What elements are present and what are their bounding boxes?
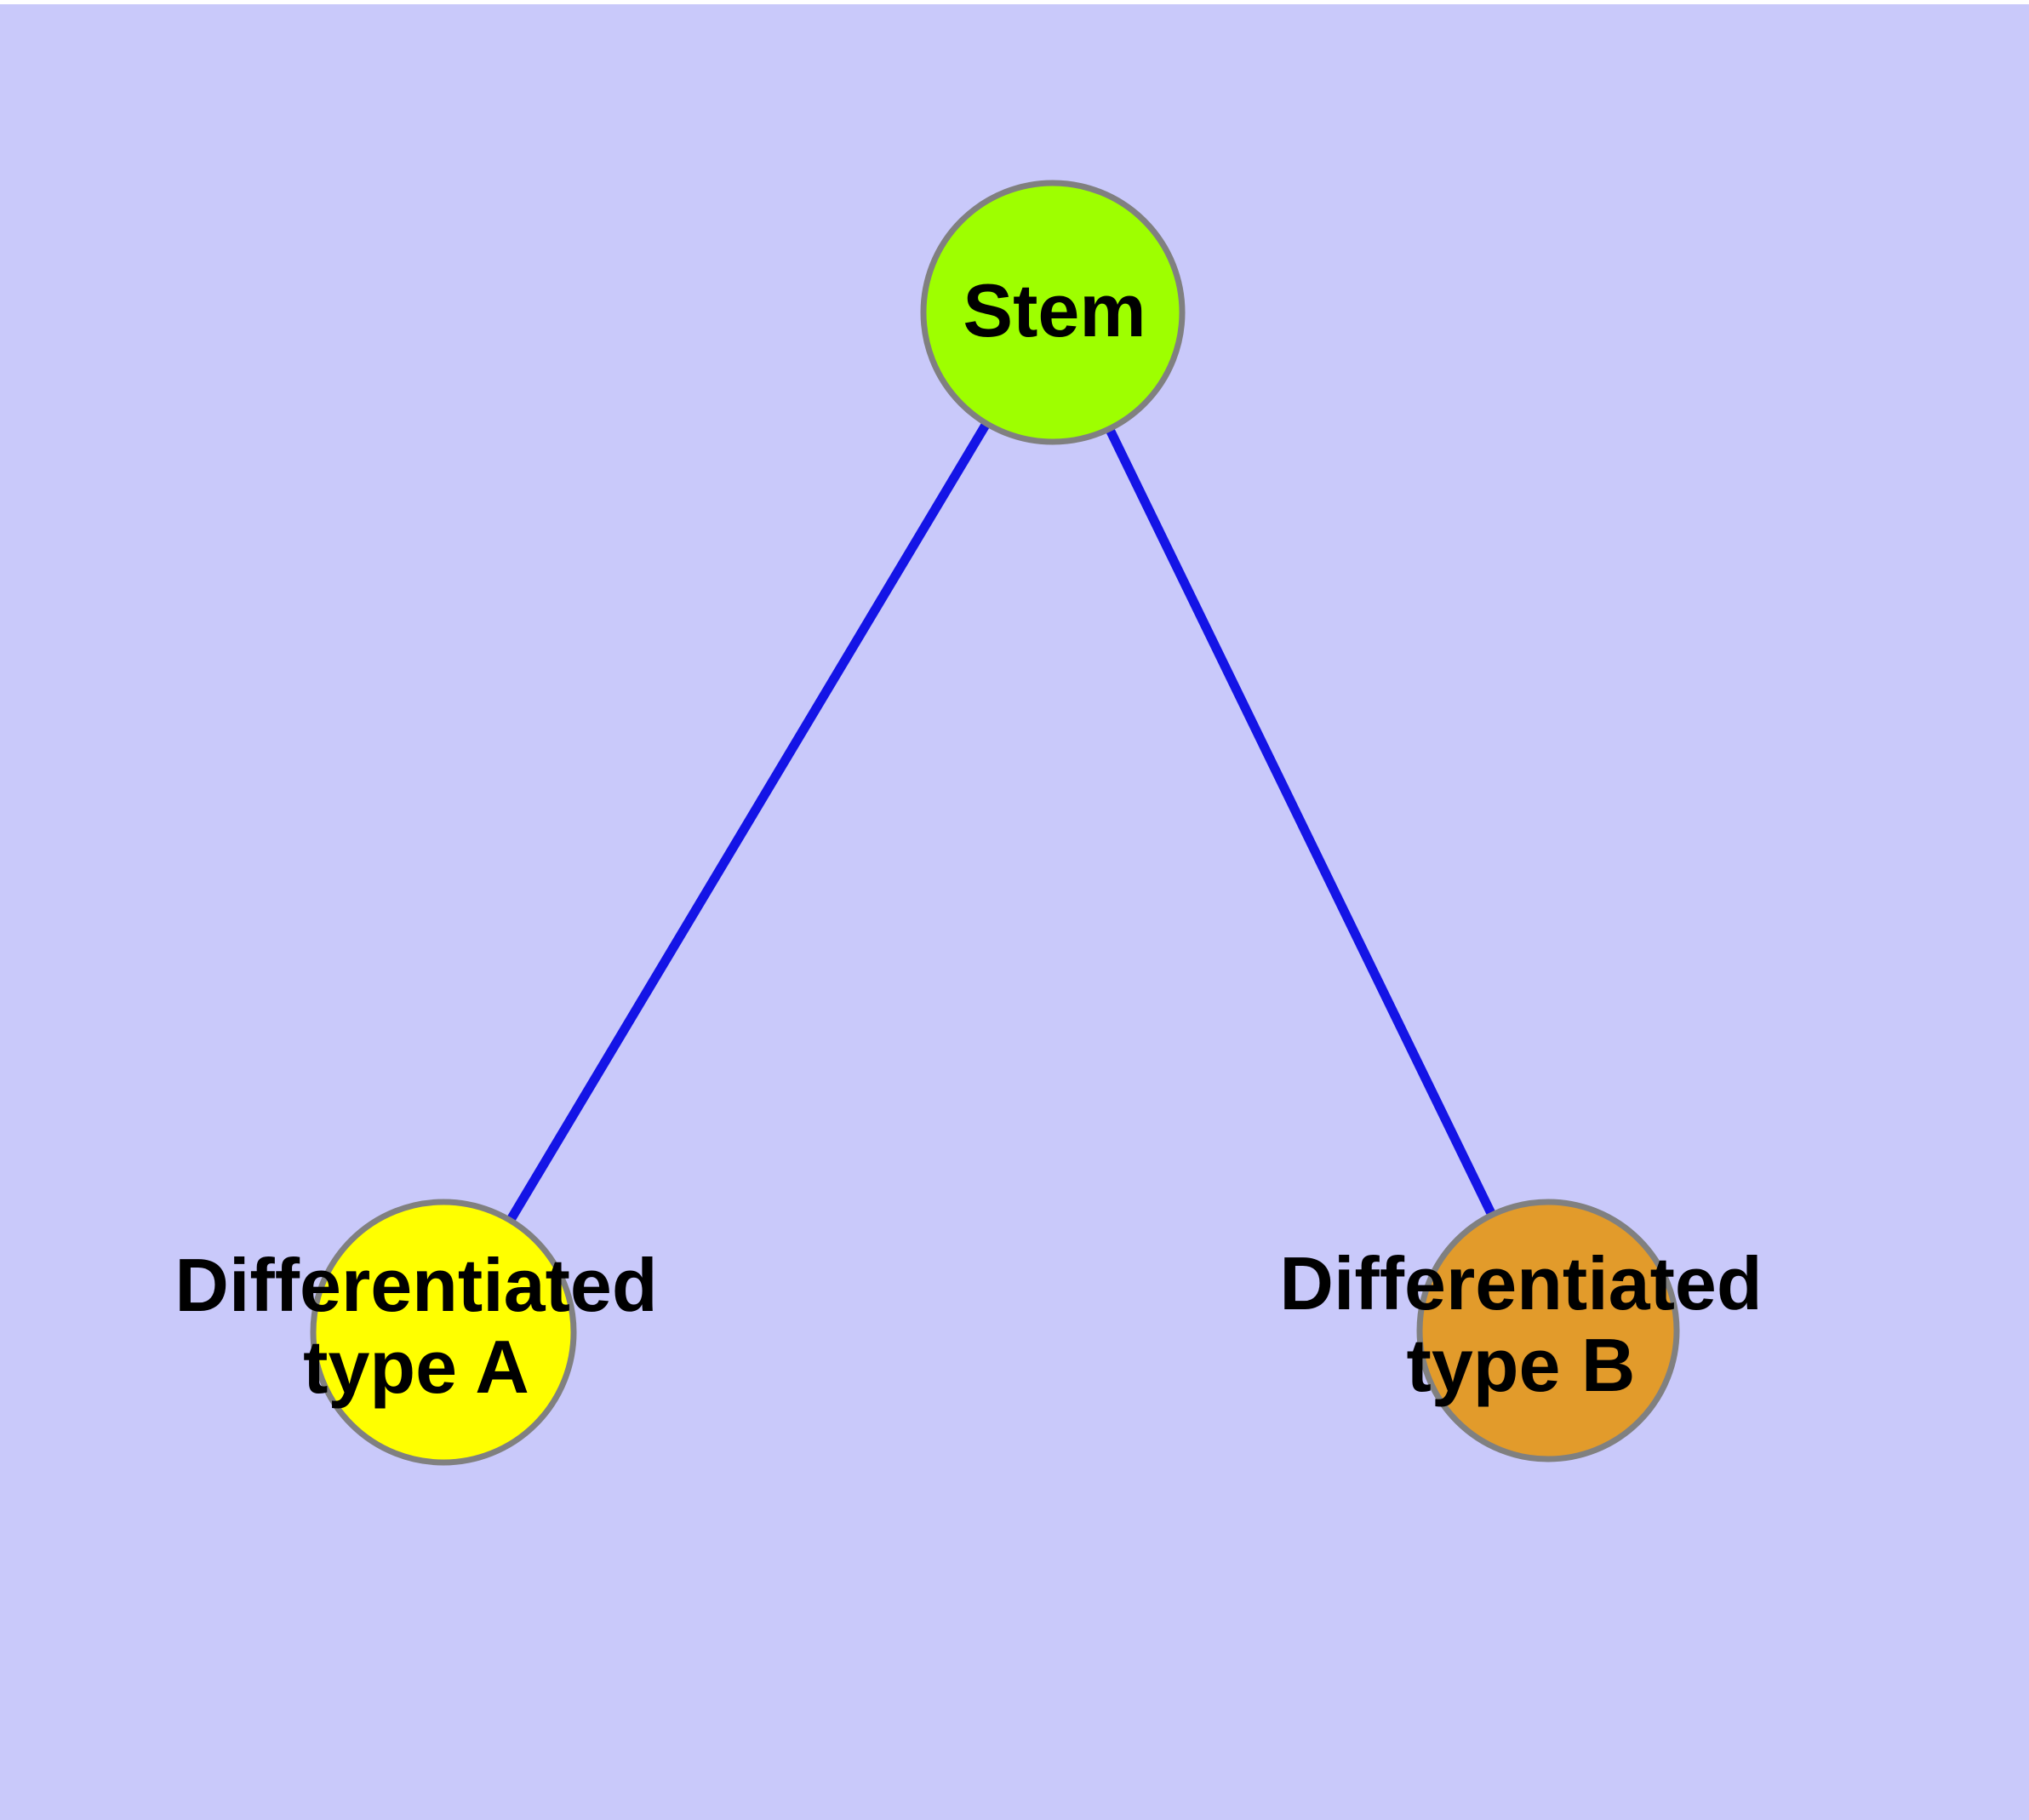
node-label-line: Differentiated	[1279, 1241, 1762, 1325]
node-label-stem: Stem	[963, 268, 1146, 352]
edge-stem-diff_b[interactable]	[1049, 310, 1552, 1333]
node-label-line: type A	[303, 1325, 529, 1409]
node-diff_a[interactable]	[310, 1199, 577, 1466]
edge-stem-diff_a[interactable]	[439, 310, 1057, 1335]
node-stem[interactable]	[920, 180, 1186, 445]
edges-layer	[439, 310, 1552, 1335]
node-diff_b[interactable]	[1416, 1199, 1680, 1462]
node-label-line: Differentiated	[174, 1243, 657, 1327]
node-label-line: Stem	[963, 268, 1146, 352]
node-label-line: type B	[1407, 1323, 1636, 1407]
nodes-layer	[310, 180, 1680, 1466]
